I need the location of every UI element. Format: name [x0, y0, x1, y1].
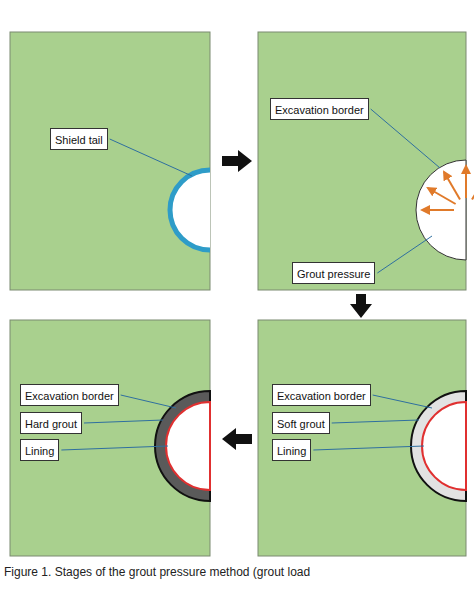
pressure-arrow — [465, 166, 467, 198]
label-box: Soft grout — [272, 412, 330, 434]
excavation — [170, 170, 210, 250]
leader-line — [121, 395, 176, 408]
leader-line — [377, 236, 432, 273]
leader-line — [110, 139, 192, 176]
pressure-arrow — [444, 172, 460, 200]
label-box: Excavation border — [272, 384, 371, 406]
leader-line — [373, 395, 432, 408]
ground-panel — [10, 32, 210, 290]
label-text: Lining — [277, 445, 306, 457]
leader-line — [84, 420, 163, 423]
leader-line — [61, 446, 168, 450]
label-text: Shield tail — [55, 134, 103, 146]
label-text: Excavation border — [275, 104, 364, 116]
label-text: Soft grout — [277, 418, 325, 430]
leader-line — [371, 109, 440, 168]
ground-panel — [258, 320, 466, 556]
lining — [166, 402, 210, 490]
ground-panel — [10, 320, 210, 556]
stage-arrow — [222, 150, 252, 172]
shield-tail — [170, 170, 210, 250]
label-text: Excavation border — [277, 390, 366, 402]
stage-arrow — [350, 294, 372, 318]
label-box: Shield tail — [50, 128, 108, 150]
label-box: Grout pressure — [292, 262, 375, 284]
label-text: Excavation border — [25, 390, 114, 402]
pressure-arrow — [422, 209, 454, 211]
leader-line — [332, 420, 419, 423]
stage-arrow — [222, 428, 252, 450]
ground-panel — [258, 32, 466, 290]
excavation-border — [416, 160, 466, 260]
label-box: Excavation border — [20, 384, 119, 406]
pressure-arrow — [428, 188, 456, 204]
lining — [422, 402, 466, 490]
leader-line — [313, 446, 424, 450]
label-text: Lining — [25, 445, 54, 457]
pressure-arrows — [422, 166, 474, 210]
label-text: Grout pressure — [297, 268, 370, 280]
label-box: Lining — [20, 439, 59, 461]
caption: Figure 1. Stages of the grout pressure m… — [4, 565, 310, 579]
label-box: Hard grout — [20, 412, 82, 434]
label-box: Lining — [272, 439, 311, 461]
pressure-arrow — [472, 172, 474, 200]
label-text: Hard grout — [25, 418, 77, 430]
label-box: Excavation border — [270, 98, 369, 120]
